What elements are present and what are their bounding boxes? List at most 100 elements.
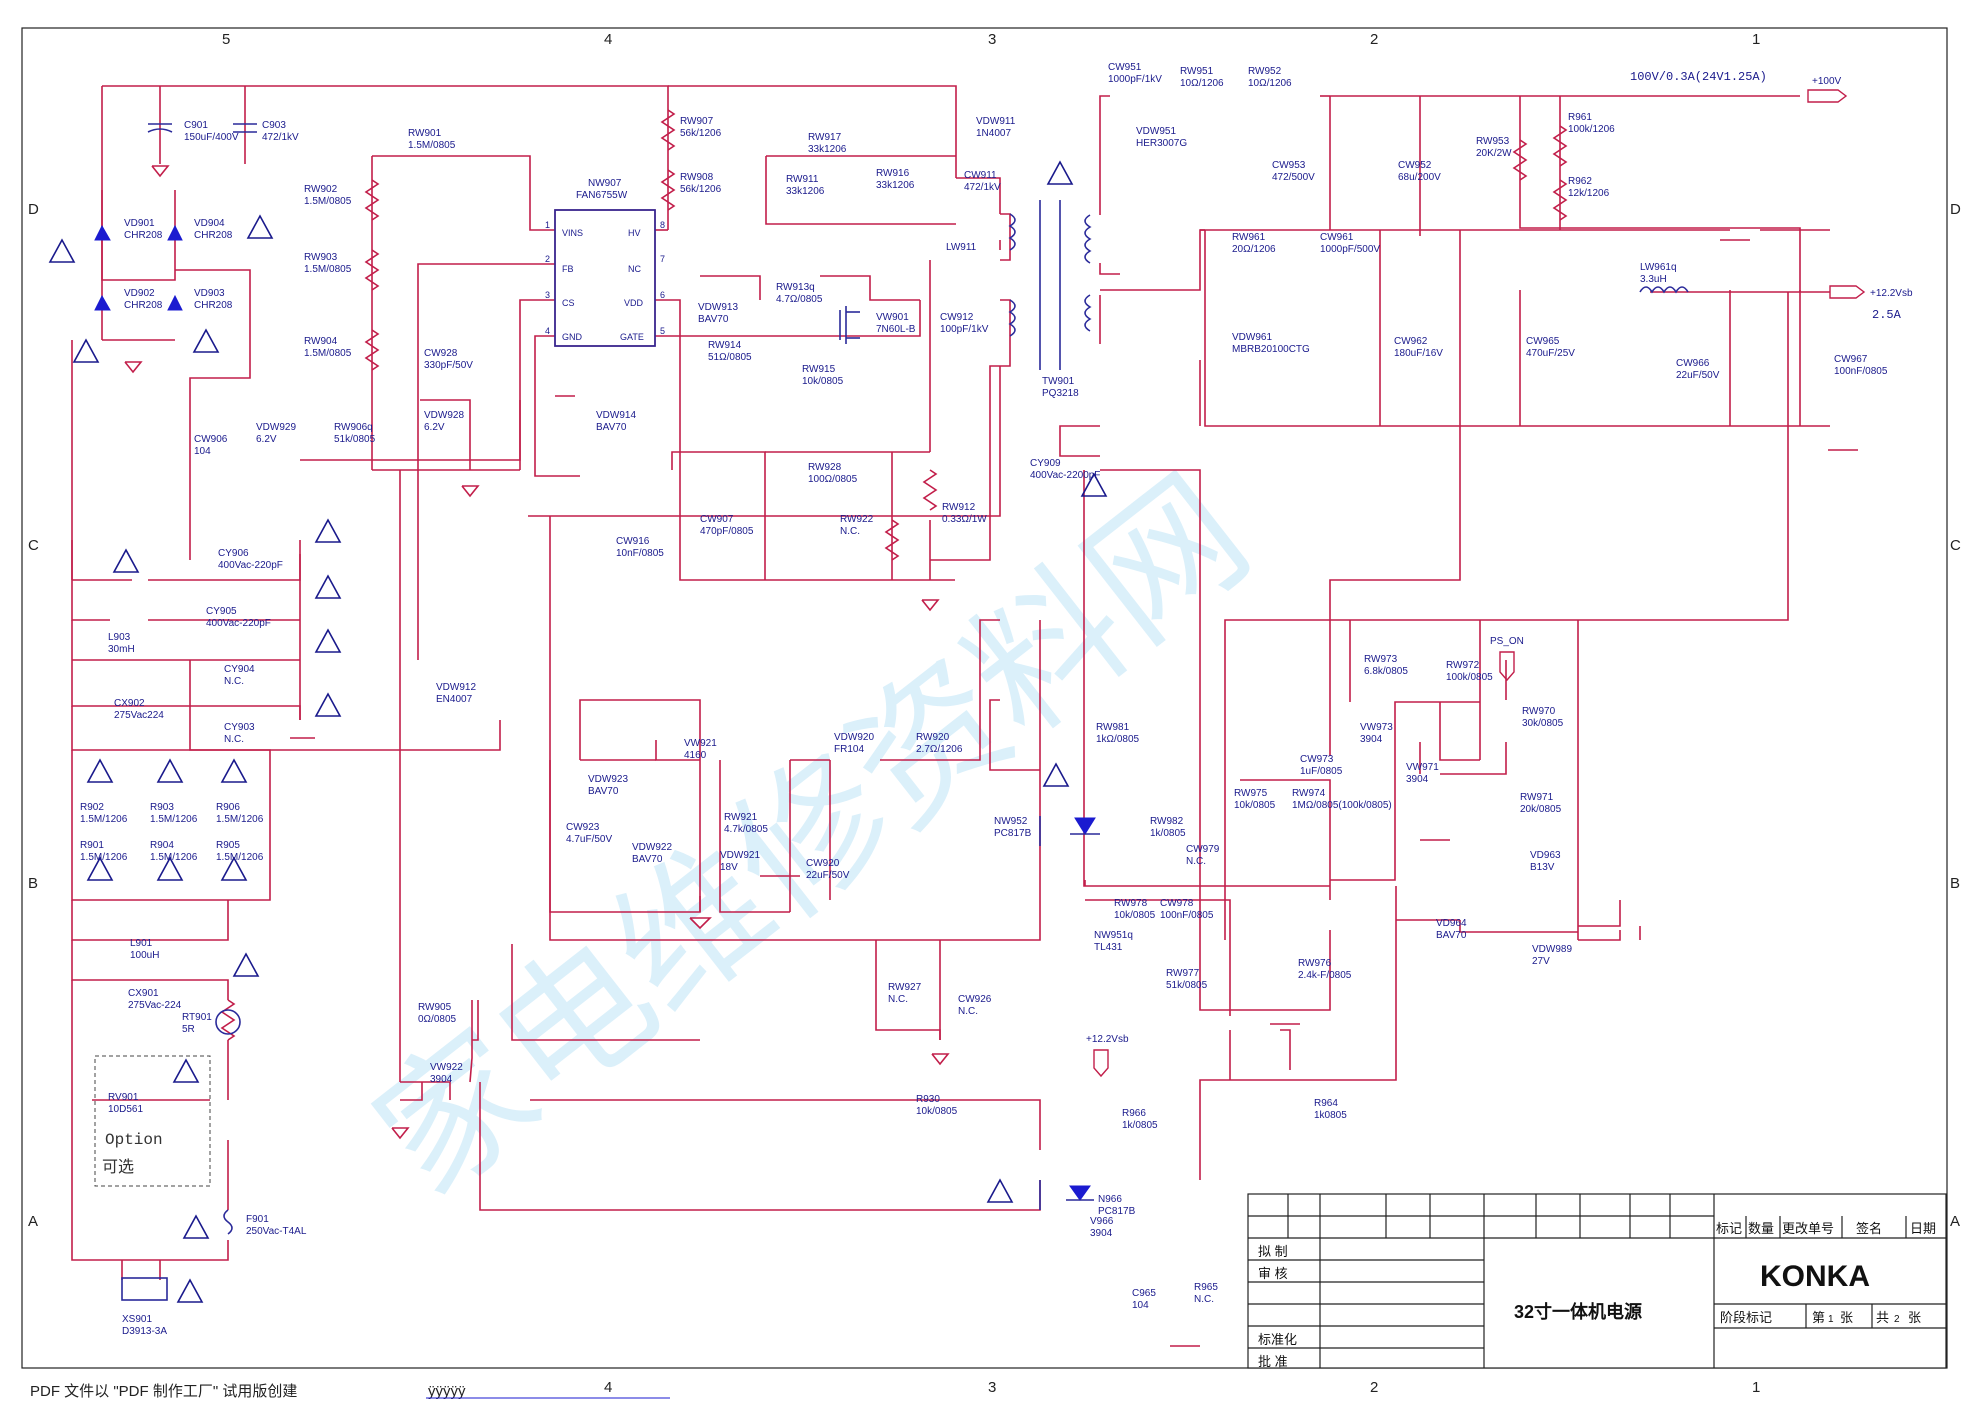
- component-value-vw921: 4160: [684, 750, 707, 761]
- component-ref-cx902: CX902: [114, 698, 145, 709]
- warning-icon: [314, 628, 342, 653]
- warning-icon: [72, 338, 100, 363]
- component-ref-r964: R964: [1314, 1098, 1338, 1109]
- component-value-rw911: 33k1206: [786, 186, 825, 197]
- ic-pin-num-6: 6: [660, 290, 665, 300]
- component-value-r905: 1.5M/1206: [216, 852, 264, 863]
- res-rw907: [660, 109, 676, 151]
- component-ref-rw921: RW921: [724, 812, 758, 823]
- fuse-f901: [223, 1209, 233, 1235]
- ic-pin-vdd: VDD: [624, 298, 644, 308]
- warning-icon: [1080, 472, 1108, 497]
- component-ref-rw902: RW902: [304, 184, 338, 195]
- component-value-rw908: 56k/1206: [680, 184, 722, 195]
- component-value-cw923: 4.7uF/50V: [566, 834, 612, 845]
- component-value-cw926: N.C.: [958, 1006, 978, 1017]
- tb-h-qty: 数量: [1748, 1221, 1774, 1236]
- component-ref-r901: R901: [80, 840, 104, 851]
- component-value-cw966: 22uF/50V: [1676, 370, 1720, 381]
- component-value-vd903: CHR208: [194, 300, 233, 311]
- component-ref-cy903: CY903: [224, 722, 255, 733]
- zone-D-right: D: [1950, 201, 1961, 218]
- footer-note: PDF 文件以 "PDF 制作工厂" 试用版创建: [30, 1383, 297, 1400]
- tb-drafted: 拟 制: [1258, 1244, 1288, 1259]
- component-value-cw953: 472/500V: [1272, 172, 1315, 183]
- component-ref-cw906: CW906: [194, 434, 228, 445]
- res-r962: [1552, 179, 1568, 221]
- component-value-cy905: 400Vac-220pF: [206, 618, 271, 629]
- component-ref-v966: V966: [1090, 1216, 1114, 1227]
- ic-pin-num-8: 8: [660, 220, 665, 230]
- component-ref-rw913q: RW913q: [776, 282, 815, 293]
- component-ref-rw903: RW903: [304, 252, 338, 263]
- component-value-cw979: N.C.: [1186, 856, 1206, 867]
- component-value-rw927: N.C.: [888, 994, 908, 1005]
- component-ref-rw914: RW914: [708, 340, 742, 351]
- component-value-vdw961: MBRB20100CTG: [1232, 344, 1310, 355]
- ic-pin-num-4: 4: [545, 326, 550, 336]
- tb-h-change: 更改单号: [1782, 1221, 1834, 1236]
- component-ref-cy906: CY906: [218, 548, 249, 559]
- res-rw903: [364, 249, 380, 291]
- component-value-r902: 1.5M/1206: [80, 814, 128, 825]
- ic-part: FAN6755W: [576, 190, 628, 201]
- component-value-vd963: B13V: [1530, 862, 1555, 873]
- component-ref-vw971: VW971: [1406, 762, 1439, 773]
- component-ref-rw920: RW920: [916, 732, 950, 743]
- component-value-rw901: 1.5M/0805: [408, 140, 456, 151]
- component-value-rw916: 33k1206: [876, 180, 915, 191]
- tb-h-mark: 标记: [1716, 1221, 1742, 1236]
- component-ref-rw974: RW974: [1292, 788, 1326, 799]
- res-rw902: [364, 179, 380, 221]
- component-value-f901: 250Vac-T4AL: [246, 1226, 307, 1237]
- component-ref-vw922: VW922: [430, 1062, 463, 1073]
- note-optional: 可选: [102, 1158, 134, 1176]
- ic-pin-gate: GATE: [620, 332, 644, 342]
- component-value-vw901: 7N60L-B: [876, 324, 916, 335]
- component-ref-vdw928: VDW928: [424, 410, 464, 421]
- ground-symbols: [124, 165, 1858, 1347]
- component-ref-rw981: RW981: [1096, 722, 1130, 733]
- tb-h-sign: 签名: [1856, 1221, 1882, 1236]
- component-ref-n966: N966: [1098, 1194, 1122, 1205]
- footer-link[interactable]: ÿÿÿÿÿ: [428, 1383, 466, 1400]
- component-ref-cw973: CW973: [1300, 754, 1334, 765]
- ic-ref: NW907: [588, 178, 622, 189]
- transformer-tw901: [1008, 200, 1092, 370]
- component-value-rw951: 10Ω/1206: [1180, 78, 1224, 89]
- res-rw908: [660, 169, 676, 211]
- component-value-n966: PC817B: [1098, 1206, 1136, 1217]
- res-rw905: [220, 999, 236, 1041]
- component-value-rw953: 20K/2W: [1476, 148, 1512, 159]
- component-ref-rw952: RW952: [1248, 66, 1282, 77]
- zone-4-bottom: 4: [604, 1379, 612, 1396]
- component-ref-vdw921: VDW921: [720, 850, 760, 861]
- component-value-rw973: 6.8k/0805: [1364, 666, 1408, 677]
- component-ref-rw922: RW922: [840, 514, 874, 525]
- option-box: [94, 1055, 211, 1187]
- zone-5: 5: [222, 31, 230, 48]
- ic-pin-nc: NC: [628, 264, 641, 274]
- diode-vd901: [94, 224, 111, 241]
- component-value-cw967: 100nF/0805: [1834, 366, 1888, 377]
- component-value-rw971: 20k/0805: [1520, 804, 1562, 815]
- tb-brand: KONKA: [1760, 1260, 1870, 1293]
- component-value-rw972: 100k/0805: [1446, 672, 1493, 683]
- component-value-vdw914: BAV70: [596, 422, 627, 433]
- component-value-vd902: CHR208: [124, 300, 163, 311]
- tb-sheet-n: 1: [1828, 1314, 1834, 1325]
- component-ref-vdw989: VDW989: [1532, 944, 1572, 955]
- component-value-vd904: CHR208: [194, 230, 233, 241]
- component-ref-f901: F901: [246, 1214, 269, 1225]
- warning-icon: [1046, 160, 1074, 185]
- component-ref-rw977: RW977: [1166, 968, 1200, 979]
- ic-pin-num-3: 3: [545, 290, 550, 300]
- component-ref-cw912: CW912: [940, 312, 974, 323]
- component-value-rw914: 51Ω/0805: [708, 352, 752, 363]
- component-ref-rw905: RW905: [418, 1002, 452, 1013]
- component-value-tw901: PQ3218: [1042, 388, 1079, 399]
- component-value-c901: 150uF/400V: [184, 132, 239, 143]
- warning-icon: [220, 856, 248, 881]
